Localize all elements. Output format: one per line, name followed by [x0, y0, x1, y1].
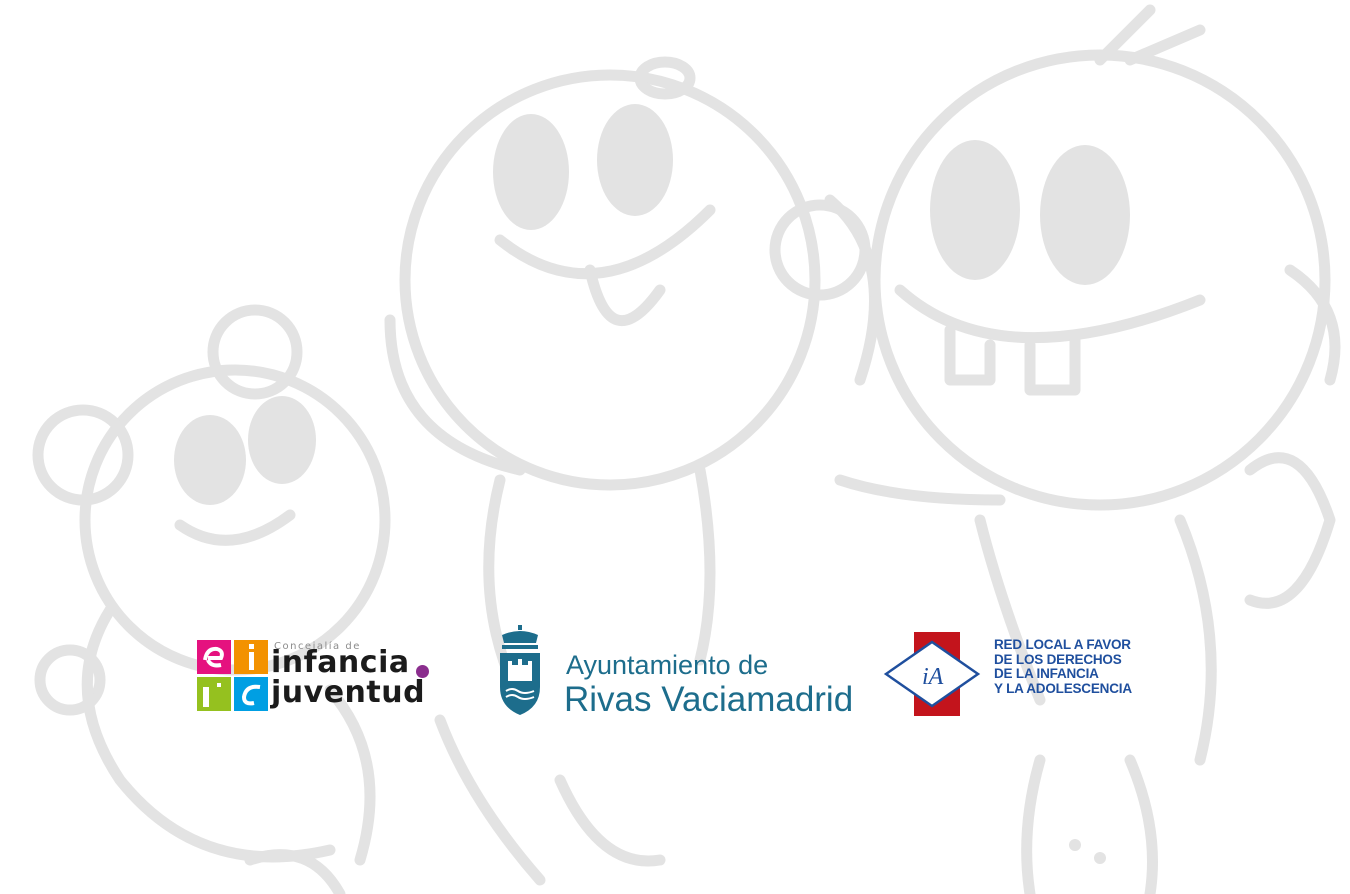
logo-blue-square	[234, 677, 268, 711]
logo-orange-square	[234, 640, 268, 674]
child-character-icon	[384, 56, 880, 886]
logo-magenta-square	[197, 640, 231, 674]
e-letter-icon	[203, 646, 224, 668]
logo-line-rivas: Rivas Vaciamadrid	[564, 680, 854, 719]
red-local-line-3: DE LA INFANCIA	[994, 666, 1099, 681]
c-letter-icon	[241, 684, 261, 706]
j-letter-icon	[203, 683, 221, 707]
red-local-line-1: RED LOCAL A FAVOR	[994, 637, 1131, 652]
ia-emblem-icon: iA	[883, 632, 981, 716]
infancia-juventud-logo: Concejalía de infancia juventud	[197, 640, 437, 714]
red-local-infancia-logo: iA RED LOCAL A FAVOR DE LOS DERECHOS DE …	[882, 632, 1152, 716]
ia-emblem-text: iA	[922, 664, 944, 690]
red-local-line-2: DE LOS DERECHOS	[994, 651, 1122, 667]
logo-green-square	[197, 677, 231, 711]
logo-subtitle: Concejalía de	[274, 641, 361, 652]
coat-of-arms-icon	[500, 625, 540, 715]
logo-word-juventud: juventud	[271, 675, 426, 710]
red-local-line-4: Y LA ADOLESCENCIA	[994, 680, 1132, 696]
bear-character-icon	[32, 304, 391, 894]
i-letter-icon	[249, 644, 254, 670]
logo-line-ayuntamiento: Ayuntamiento de	[566, 650, 769, 680]
logo-word-infancia: infancia	[271, 645, 410, 680]
red-local-text: RED LOCAL A FAVOR DE LOS DERECHOS DE LA …	[994, 637, 1132, 696]
logo-purple-dot	[416, 665, 429, 678]
boy-character-icon	[834, 4, 1341, 894]
rivas-vaciamadrid-logo: Ayuntamiento de Rivas Vaciamadrid	[498, 625, 858, 719]
